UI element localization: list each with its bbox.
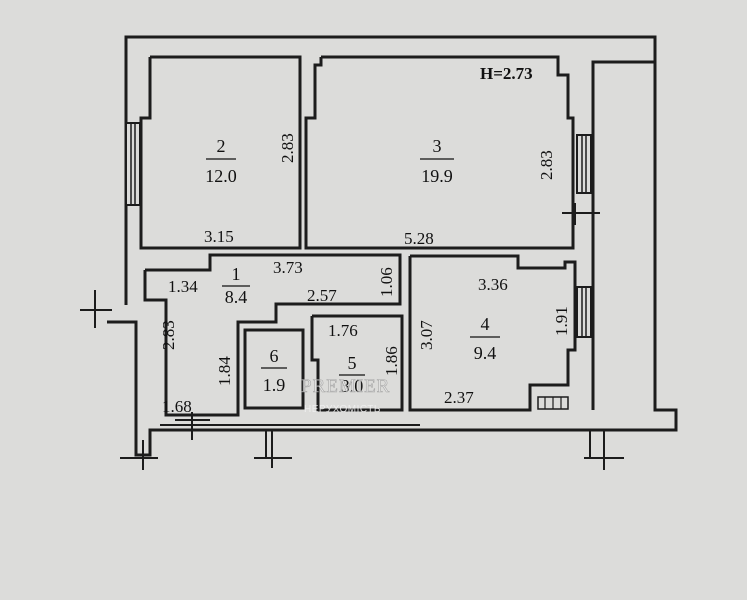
ceiling-height-label: H=2.73 — [480, 64, 533, 83]
dimension-label: 2.83 — [278, 133, 297, 163]
dimension-label: 1.68 — [162, 397, 192, 416]
room-2-wall — [139, 55, 302, 250]
dimension-label: 2.37 — [444, 388, 474, 407]
axis-marks — [80, 203, 624, 470]
watermark-subtitle: НЕРУХОМІСТЬ — [304, 404, 381, 415]
window-room-2 — [125, 122, 141, 206]
dimension-label: 5.28 — [404, 229, 434, 248]
room-label-3: 3 19.9 — [420, 136, 454, 186]
dimension-label: 3.15 — [204, 227, 234, 246]
dimension-label: 1.86 — [382, 346, 401, 376]
dimension-label: 1.76 — [328, 321, 358, 340]
watermark: PREMIER НЕРУХОМІСТЬ — [301, 376, 390, 415]
balcony-wall — [591, 60, 655, 410]
dimension-label: 1.84 — [215, 356, 234, 386]
dimension-label: 3.36 — [478, 275, 508, 294]
stove-icon — [537, 396, 569, 410]
room-3-wall — [304, 55, 575, 250]
room-area: 9.4 — [474, 343, 497, 363]
dimension-label: 2.83 — [537, 150, 556, 180]
watermark-brand: PREMIER — [301, 376, 390, 397]
room-number: 2 — [217, 136, 226, 156]
room-number: 5 — [348, 353, 357, 373]
room-number: 4 — [481, 314, 490, 334]
dimension-label: 3.07 — [417, 320, 436, 350]
room-label-2: 2 12.0 — [205, 136, 237, 186]
dimension-label: 1.06 — [377, 267, 396, 297]
room-4-wall — [408, 254, 577, 412]
room-area: 12.0 — [205, 166, 237, 186]
dimension-label: 2.83 — [159, 320, 178, 350]
room-6-wall — [243, 328, 305, 410]
window-room-4 — [576, 286, 592, 338]
outer-wall — [107, 35, 678, 457]
room-5-wall — [310, 314, 404, 412]
room-area: 8.4 — [225, 287, 248, 307]
dimension-label: 2.57 — [307, 286, 337, 305]
room-label-4: 4 9.4 — [470, 314, 500, 363]
room-label-6: 6 1.9 — [261, 346, 287, 395]
dimension-label: 1.91 — [552, 306, 571, 336]
room-area: 1.9 — [263, 375, 286, 395]
room-number: 1 — [232, 264, 241, 284]
window-room-3 — [576, 134, 592, 194]
room-area: 3.0 — [341, 376, 364, 396]
room-number: 6 — [270, 346, 279, 366]
room-number: 3 — [433, 136, 442, 156]
dimension-label: 1.34 — [168, 277, 198, 296]
room-label-1: 1 8.4 — [222, 264, 250, 307]
room-1-wall — [143, 253, 402, 417]
room-label-5: 5 3.0 — [339, 353, 365, 396]
dimension-label: 3.73 — [273, 258, 303, 277]
room-area: 19.9 — [421, 166, 453, 186]
